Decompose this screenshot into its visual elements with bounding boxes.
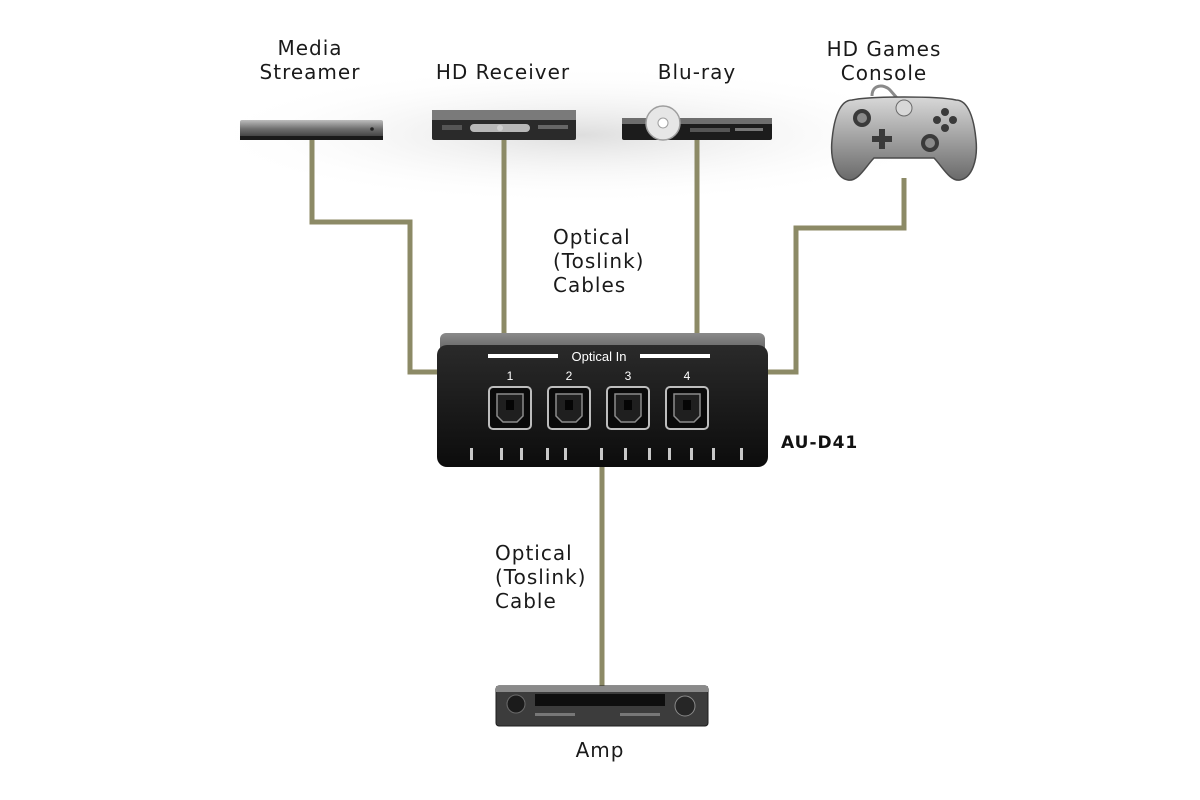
port-number-2: 2 bbox=[566, 369, 573, 383]
vent-slot bbox=[690, 448, 693, 460]
switch-device: Optical In 1 2 3 4 bbox=[437, 333, 768, 467]
cables-in-label: Optical (Toslink) Cables bbox=[553, 225, 644, 297]
vent-slot bbox=[712, 448, 715, 460]
cable-out-label-line1: Optical bbox=[495, 541, 573, 565]
cables-in bbox=[309, 140, 907, 375]
optical-port-1 bbox=[488, 386, 532, 430]
amp-label: Amp bbox=[575, 738, 625, 762]
hd-receiver-label-line1: HD Receiver bbox=[435, 60, 571, 84]
gamepad-icon bbox=[830, 84, 978, 181]
bluray-device bbox=[622, 105, 772, 141]
vent-slot bbox=[546, 448, 549, 460]
vent-slot bbox=[740, 448, 743, 460]
optical-ports: 1 2 3 4 bbox=[488, 369, 709, 430]
bluray-label: Blu-ray bbox=[658, 60, 736, 84]
hd-receiver-label: HD Receiver bbox=[436, 60, 570, 84]
optical-port-2 bbox=[547, 386, 591, 430]
cable-games-console bbox=[765, 178, 907, 375]
optical-port-4 bbox=[665, 386, 709, 430]
vent-slot bbox=[648, 448, 651, 460]
switch-vents bbox=[470, 448, 743, 460]
media-streamer-device bbox=[240, 120, 383, 140]
media-streamer-label-line2: Streamer bbox=[259, 60, 361, 84]
media-streamer-label-line1: Media bbox=[277, 36, 343, 60]
amp-device bbox=[495, 685, 709, 727]
bluray-label-line1: Blu-ray bbox=[657, 60, 737, 84]
cables-in-label-line3: Cables bbox=[553, 273, 627, 297]
vent-slot bbox=[600, 448, 603, 460]
port-number-3: 3 bbox=[625, 369, 632, 383]
source-glow bbox=[200, 65, 960, 205]
cable-out-label: Optical (Toslink) Cable bbox=[495, 541, 586, 613]
cable-out-label-line2: (Toslink) bbox=[495, 565, 587, 589]
optical-port-3 bbox=[606, 386, 650, 430]
model-label: AU-D41 bbox=[781, 433, 859, 453]
cable-out-label-line3: Cable bbox=[495, 589, 557, 613]
games-console-label-line1: HD Games bbox=[826, 37, 942, 61]
vent-slot bbox=[470, 448, 473, 460]
vent-slot bbox=[520, 448, 523, 460]
port-number-4: 4 bbox=[684, 369, 691, 383]
games-console-label: HD Games Console bbox=[827, 37, 942, 85]
vent-slot bbox=[500, 448, 503, 460]
hd-receiver-device bbox=[432, 110, 576, 140]
vent-slot bbox=[668, 448, 671, 460]
media-streamer-label: Media Streamer bbox=[260, 36, 361, 84]
port-number-1: 1 bbox=[507, 369, 514, 383]
optical-in-label: Optical In bbox=[572, 349, 627, 364]
cable-media-streamer bbox=[309, 140, 440, 375]
cables-in-label-line1: Optical bbox=[553, 225, 631, 249]
games-console-label-line2: Console bbox=[840, 61, 928, 85]
vent-slot bbox=[624, 448, 627, 460]
cables-in-label-line2: (Toslink) bbox=[553, 249, 645, 273]
vent-slot bbox=[564, 448, 567, 460]
